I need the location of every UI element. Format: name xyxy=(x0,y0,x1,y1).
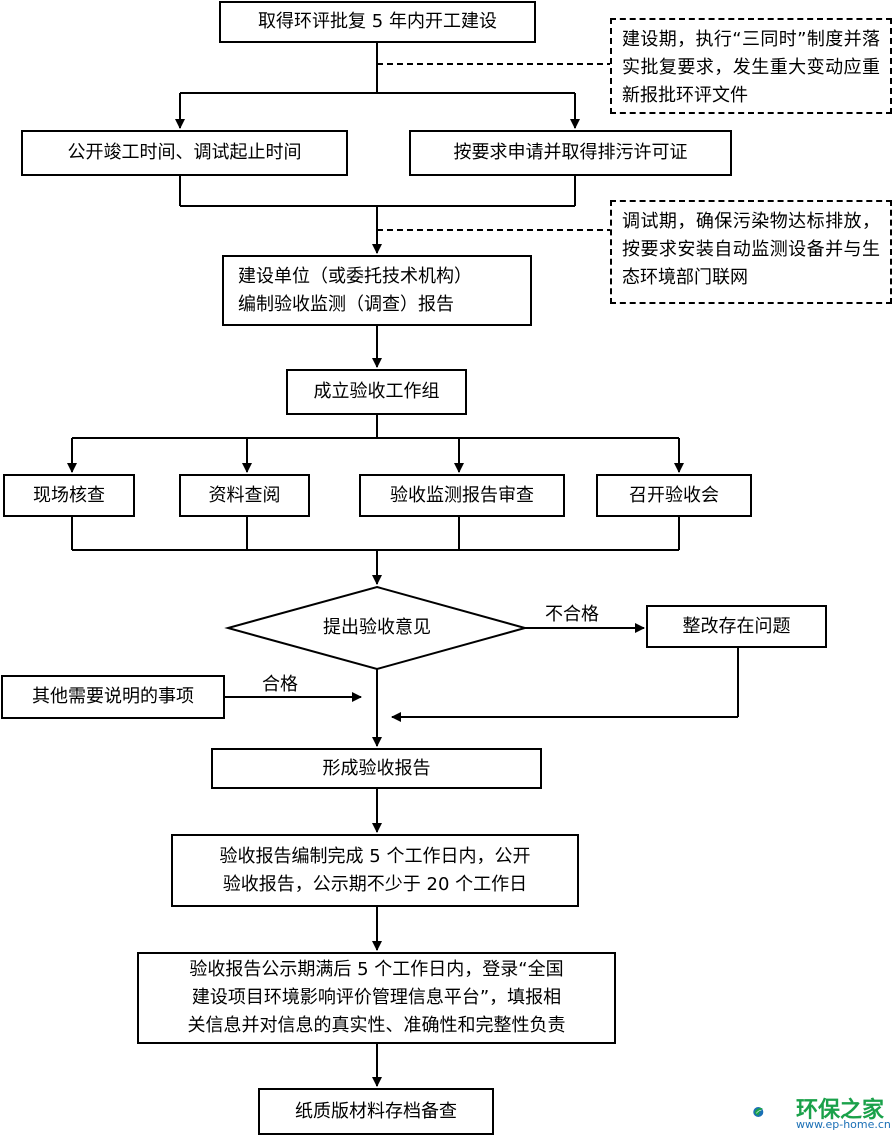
working-group-box: 成立验收工作组 xyxy=(286,369,467,415)
opinion-text: 提出验收意见 xyxy=(323,617,431,638)
meeting-box: 召开验收会 xyxy=(596,474,752,517)
report-review-box: 验收监测报告审查 xyxy=(359,474,565,517)
site-check-box: 现场核查 xyxy=(3,474,135,517)
report-prepare-box: 建设单位（或委托技术机构） 编制验收监测（调查）报告 xyxy=(222,255,532,326)
data-review-box: 资料查阅 xyxy=(179,474,310,517)
pass-label: 合格 xyxy=(262,674,298,695)
start-box: 取得环评批复 5 年内开工建设 xyxy=(219,1,536,43)
publicize-box: 验收报告编制完成 5 个工作日内，公开 验收报告，公示期不少于 20 个工作日 xyxy=(171,834,579,907)
note-debug: 调试期，确保污染物达标排放，按要求安装自动监测设备并与生态环境部门联网 xyxy=(610,200,892,304)
register-box: 验收报告公示期满后 5 个工作日内，登录“全国 建设项目环境影响评价管理信息平台… xyxy=(137,952,616,1044)
rectify-box: 整改存在问题 xyxy=(646,605,827,648)
note-construction: 建设期，执行“三同时”制度并落实批复要求，发生重大变动应重新报批环评文件 xyxy=(610,18,892,114)
fail-label: 不合格 xyxy=(545,604,599,625)
watermark-url: www.ep-home.cn xyxy=(796,1118,891,1131)
form-report-box: 形成验收报告 xyxy=(211,748,542,789)
watermark-name: 环保之家 xyxy=(796,1098,885,1123)
ep-home-logo-icon xyxy=(753,1106,764,1118)
permit-box: 按要求申请并取得排污许可证 xyxy=(409,130,732,176)
publish-times-box: 公开竣工时间、调试起止时间 xyxy=(21,130,348,176)
other-items-box: 其他需要说明的事项 xyxy=(1,675,225,719)
archive-box: 纸质版材料存档备查 xyxy=(258,1088,494,1135)
